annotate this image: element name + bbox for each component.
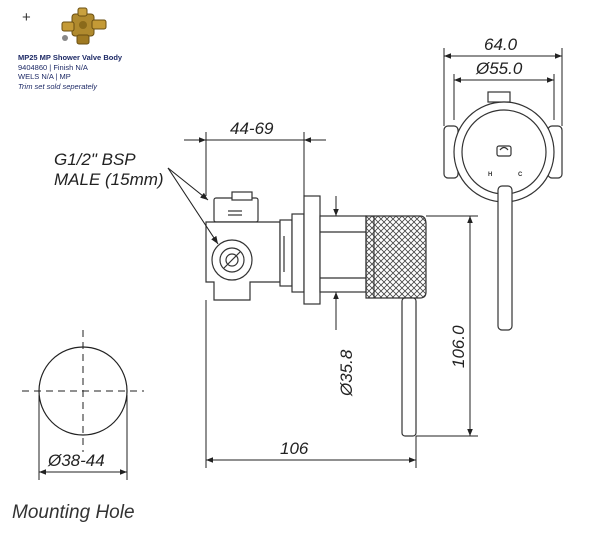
valve-body-side-view (205, 191, 427, 437)
plate-height-dimension: 106.0 (449, 325, 468, 368)
product-code-finish: 9404860 | Finish N/A (18, 62, 88, 72)
overall-length-dimension: 106 (280, 439, 309, 458)
valve-front-view (443, 91, 563, 331)
brass-valve-body-thumbnail (61, 7, 107, 45)
product-title: MP25 MP Shower Valve Body (18, 53, 123, 62)
handle-diameter-dimension: Ø35.8 (337, 349, 356, 397)
hot-mark: H (488, 172, 492, 178)
mounting-hole-caption: Mounting Hole (12, 502, 135, 523)
thread-label-line-2: MALE (15mm) (54, 170, 164, 189)
product-wels: WELS N/A | MP (18, 72, 71, 81)
mounting-hole-view (22, 330, 144, 480)
thread-label-line-1: G1/2" BSP (54, 150, 136, 169)
product-note: Trim set sold seperately (18, 81, 98, 91)
hole-diameter-dimension: Ø38-44 (47, 451, 105, 470)
depth-range-dimension: 44-69 (230, 119, 274, 138)
plus-sign: + (22, 9, 31, 26)
plate-width-dimension: 64.0 (484, 35, 518, 54)
plate-diameter-dimension: Ø55.0 (475, 59, 523, 78)
cold-mark: C (518, 172, 523, 178)
product-info: MP25 MP Shower Valve Body 9404860 | Fini… (18, 53, 122, 91)
